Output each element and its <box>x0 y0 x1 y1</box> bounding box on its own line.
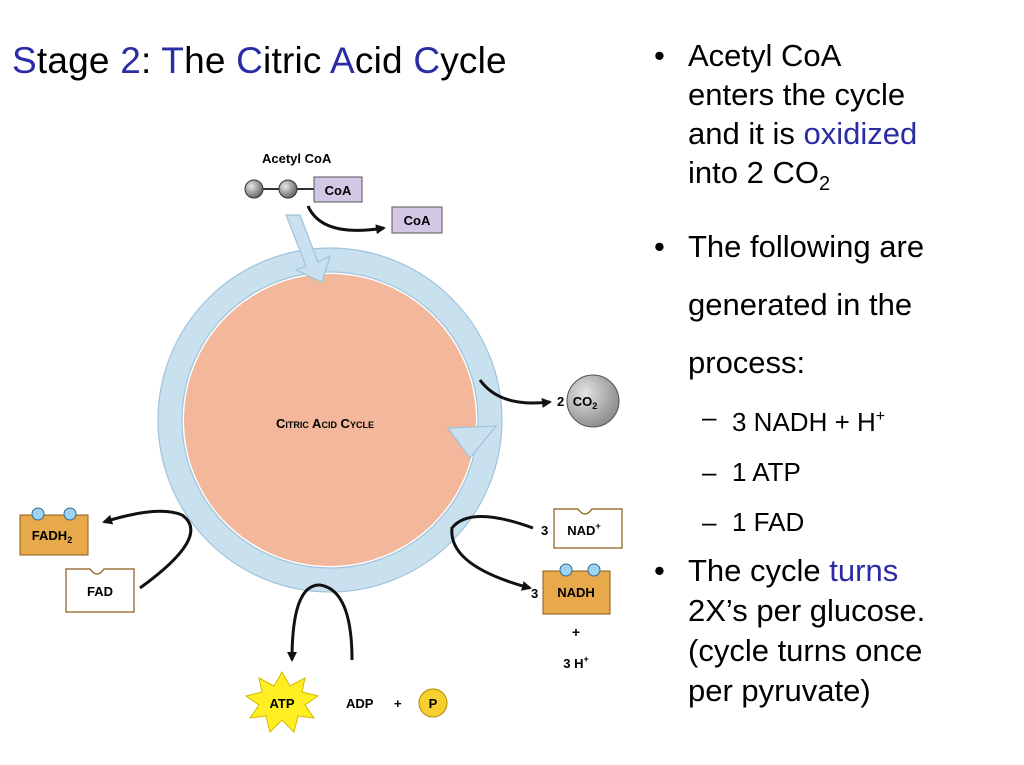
coa-box <box>313 176 363 203</box>
cycle-ring-arrowhead <box>446 425 498 459</box>
atp-label: ATP <box>269 696 294 711</box>
phosphate-ball <box>418 688 448 718</box>
cycle-center <box>184 274 476 566</box>
fadh2-label: FADH2 <box>32 528 72 545</box>
coa-release-arrow <box>306 205 386 235</box>
cycle-label: Citric Acid Cycle <box>276 416 374 431</box>
phosphate-label: P <box>429 696 438 711</box>
cycle-ring <box>158 248 502 592</box>
acetyl-coa-label: Acetyl CoA <box>262 151 332 166</box>
nadh-plus: + <box>572 624 580 640</box>
nadh-hydrogen-1 <box>559 563 573 577</box>
nad-count: 3 <box>541 523 548 538</box>
nadh-box <box>542 570 611 615</box>
atp-burst <box>244 670 320 733</box>
acetyl-entry-arrow <box>285 214 331 283</box>
co2-arrow <box>478 379 552 408</box>
co2-ball <box>566 374 620 428</box>
atp-formation-arrow <box>287 583 354 662</box>
fad-box <box>65 568 135 613</box>
coa-out-label: CoA <box>404 213 431 228</box>
fad-label: FAD <box>87 584 113 599</box>
nadh-count: 3 <box>531 586 538 601</box>
co2-count: 2 <box>557 394 564 409</box>
acetyl-carbon-2 <box>278 179 298 199</box>
bullet-acetyl-coa: Acetyl CoA enters the cycle and it is ox… <box>650 36 1020 204</box>
coa-out-box <box>391 206 443 234</box>
slide-title: Stage 2: The Citric Acid Cycle <box>12 40 507 81</box>
bullet-list: Acetyl CoA enters the cycle and it is ox… <box>650 36 1020 711</box>
fadh2-hydrogen-1 <box>31 507 45 521</box>
sub-bullet-nadh: 3 NADH + H+ <box>650 392 1020 447</box>
nad-box <box>553 508 623 549</box>
h-ion-label: 3 H+ <box>563 654 589 671</box>
sub-bullet-fad: 1 FAD <box>650 497 1020 547</box>
adp-label: ADP <box>346 696 374 711</box>
citric-acid-cycle-diagram: Citric Acid Cycle Acetyl CoA CoA CoA 2 C… <box>19 151 623 733</box>
nad-reduction-arrow <box>450 515 534 591</box>
sub-bullet-atp: 1 ATP <box>650 447 1020 497</box>
bullet-cycle-turns: The cycle turns 2X’s per glucose. (cycle… <box>650 551 1020 711</box>
nad-label: NAD+ <box>567 521 600 538</box>
nadh-label: NADH <box>557 585 595 600</box>
coa-label: CoA <box>325 183 352 198</box>
nadh-hydrogen-2 <box>587 563 601 577</box>
co2-label: CO2 <box>573 394 598 411</box>
cycle-ring-outline-inner <box>181 271 479 569</box>
fadh2-box <box>19 514 89 556</box>
bullet-generated: The following are generated in the proce… <box>650 218 1020 392</box>
adp-plus: + <box>394 696 402 711</box>
fadh2-hydrogen-2 <box>63 507 77 521</box>
cycle-ring-outline-outer <box>157 247 503 593</box>
fad-reduction-arrow <box>102 509 193 590</box>
acetyl-carbon-1 <box>244 179 264 199</box>
